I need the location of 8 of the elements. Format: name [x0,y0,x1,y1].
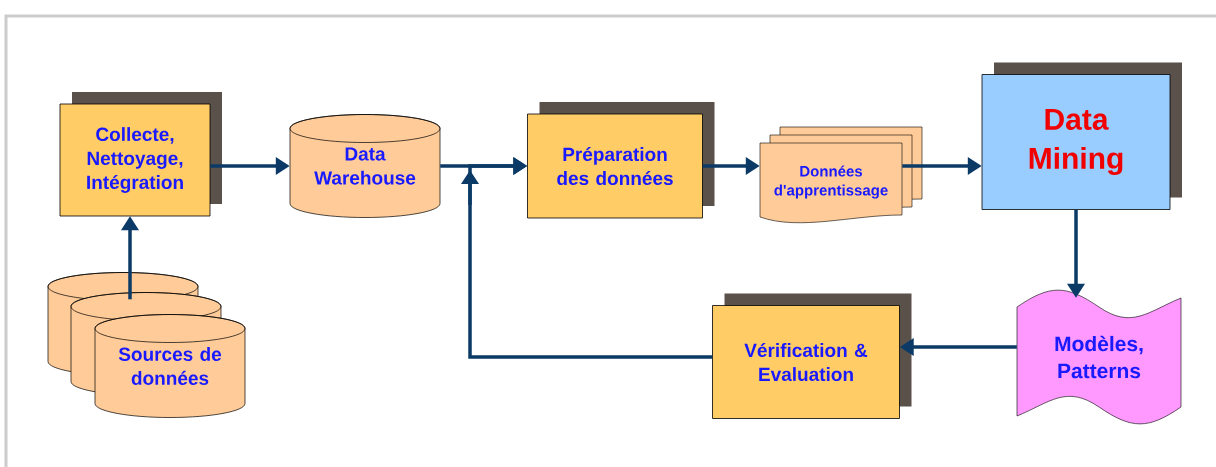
database-cylinder: Data Warehouse [289,114,441,218]
arrow [460,156,713,359]
database-stack: Sources de données [47,272,246,418]
process-box: Préparation des données [527,102,715,219]
document-stack: Données d'apprentissage [759,126,923,223]
process-box: Vérification & Evaluation [712,293,912,419]
process-box: Data Mining [981,62,1182,210]
process-box: Collecte, Nettoyage, Intégration [59,92,222,217]
